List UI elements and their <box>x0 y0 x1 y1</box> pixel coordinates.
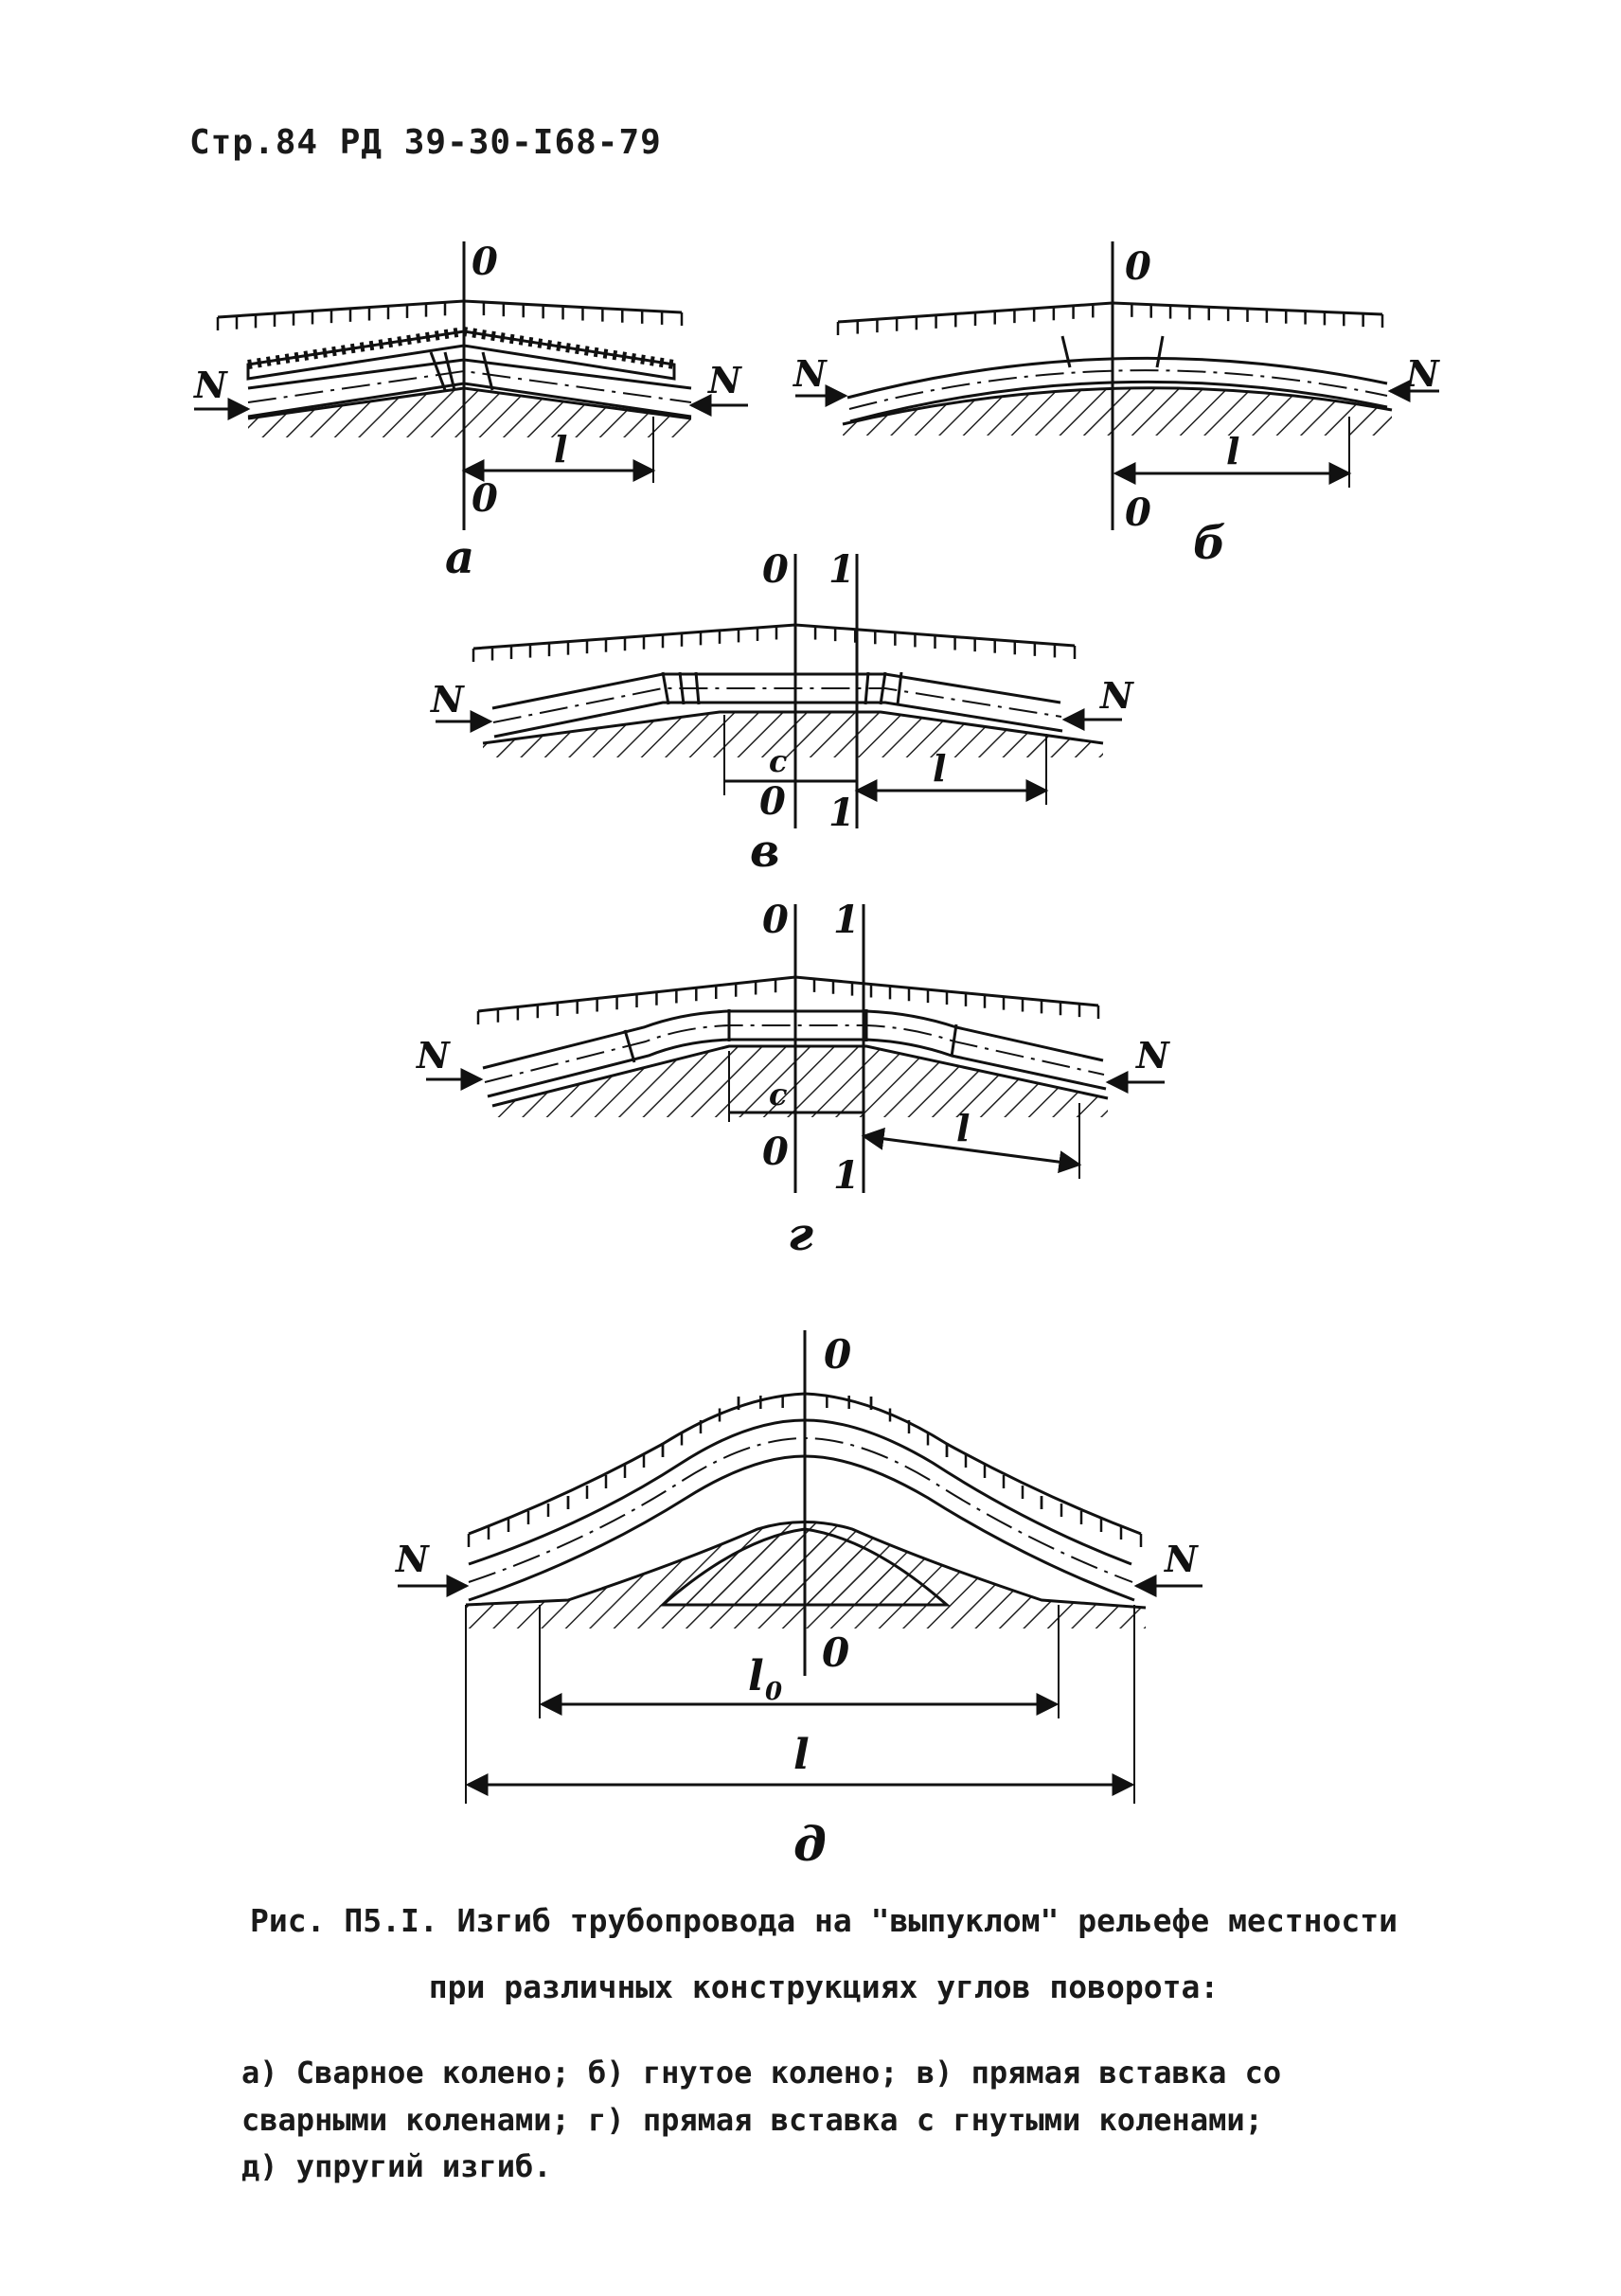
sublabel-v: в <box>750 825 780 878</box>
force-label-left: N <box>416 1034 451 1077</box>
axis-label-1-bottom: 1 <box>828 791 855 835</box>
ground <box>482 710 1104 757</box>
surface-ticks <box>216 301 684 330</box>
axis-label-0-bottom: 0 <box>762 1130 789 1174</box>
length-label: l <box>554 428 567 471</box>
force-label-left: N <box>793 352 828 395</box>
axis-label-top: 0 <box>472 240 498 284</box>
diagram-v: 0 1 0 1 c l N N в <box>430 547 1134 878</box>
force-label-right: N <box>1405 352 1440 395</box>
length0-subscript: 0 <box>765 1678 782 1706</box>
dimension-l <box>861 1127 1082 1174</box>
axis-label-1-top: 1 <box>828 547 855 592</box>
force-label-right: N <box>707 359 742 401</box>
sublabel-d: д <box>793 1816 827 1872</box>
page-header: Стр.84 РД 39-30-I68-79 <box>189 123 662 162</box>
force-label-left: N <box>193 364 228 406</box>
legend-line1: а) Сварное колено; б) гнутое колено; в) … <box>241 2055 1282 2091</box>
force-label-right: N <box>1135 1034 1170 1077</box>
pipe <box>491 671 1063 739</box>
diagram-b: 0 0 N N l б <box>793 241 1440 570</box>
sublabel-g: г <box>788 1208 813 1261</box>
force-label-left: N <box>395 1538 430 1580</box>
length-label: l <box>933 747 946 790</box>
length0-label: l <box>748 1652 764 1700</box>
force-label-right: N <box>1099 674 1134 717</box>
axis-label-bottom: 0 <box>472 476 498 521</box>
sublabel-a: a <box>445 531 474 584</box>
diagram-d: 0 0 N N l 0 l д <box>395 1330 1202 1872</box>
axis-label-1-bottom: 1 <box>833 1153 860 1198</box>
surface-ticks <box>472 625 1077 662</box>
force-label-left: N <box>430 678 465 721</box>
pipe <box>846 335 1388 423</box>
ground <box>247 386 692 437</box>
axis-label-top: 0 <box>1125 244 1151 289</box>
axis-label-0-bottom: 0 <box>759 779 786 824</box>
sublabel-b: б <box>1193 517 1226 570</box>
diagram-g: 0 1 0 1 c l N N г <box>416 898 1170 1261</box>
pipe <box>482 1009 1107 1098</box>
legend-line2: сварными коленами; г) прямая вставка с г… <box>241 2101 1263 2138</box>
axis-label-1-top: 1 <box>833 898 860 942</box>
ground <box>842 386 1393 436</box>
force-label-right: N <box>1164 1538 1199 1580</box>
surface-ticks <box>476 977 1100 1024</box>
figure-caption-line1: Рис. П5.I. Изгиб трубопровода на "выпукл… <box>250 1902 1398 1939</box>
legend-line3: д) упругий изгиб. <box>241 2148 552 2185</box>
axis-label-bottom: 0 <box>1125 490 1151 535</box>
diagram-a: 0 0 N N l a <box>193 240 748 584</box>
figure-caption-line2: при различных конструкциях углов поворот… <box>428 1968 1220 2005</box>
ground <box>491 1044 1109 1117</box>
axis-label-top: 0 <box>824 1331 851 1378</box>
length-c-label: c <box>769 1077 787 1112</box>
length-c-label: c <box>769 743 787 779</box>
surface-ticks <box>836 303 1384 335</box>
surface-ticks <box>467 1394 1143 1547</box>
figure-legend: а) Сварное колено; б) гнутое колено; в) … <box>241 2050 1472 2191</box>
axis-label-0-top: 0 <box>762 898 789 942</box>
length-label: l <box>956 1107 970 1149</box>
length-label: l <box>1226 430 1239 472</box>
surface-line <box>217 299 683 319</box>
axis-label-0-top: 0 <box>762 547 789 592</box>
length-label: l <box>793 1731 810 1779</box>
axis-label-bottom: 0 <box>822 1629 849 1676</box>
